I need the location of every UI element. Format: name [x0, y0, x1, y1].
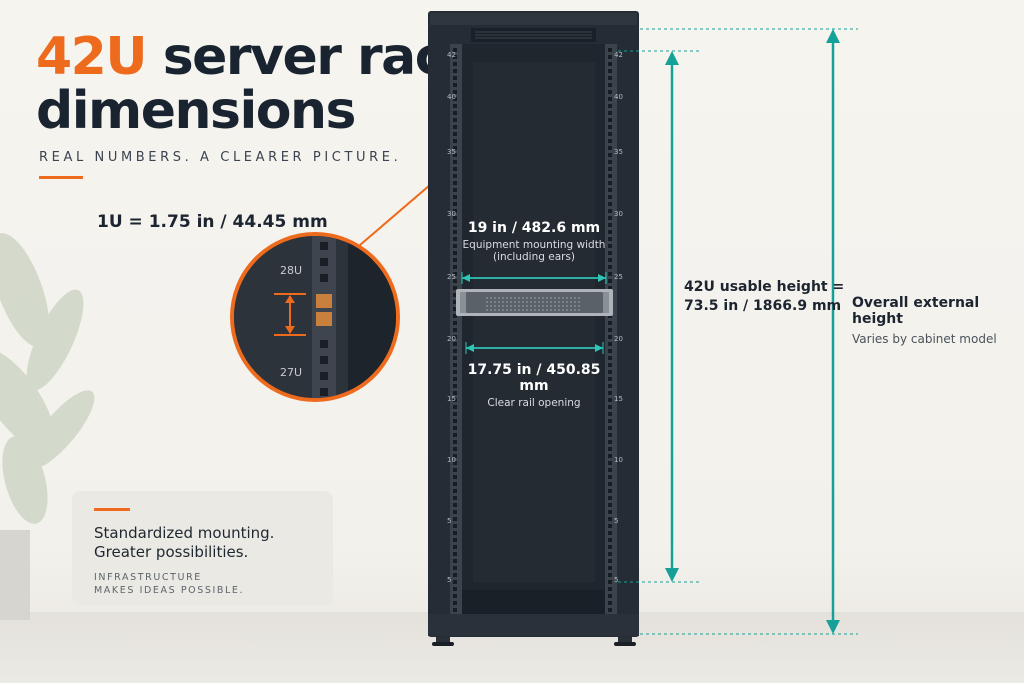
tagline-card: Standardized mounting. Greater possibili…	[72, 491, 333, 605]
zoom-rail-illustration	[234, 236, 396, 398]
rail-number-left: 20	[447, 335, 456, 343]
plant-illustration	[0, 233, 95, 620]
rail-opening-label: 17.75 in / 450.85 mm Clear rail opening	[458, 362, 610, 409]
rail-number-right: 5	[614, 517, 619, 525]
rail-number-left: 5	[447, 576, 452, 584]
width-dimension-label: 19 in / 482.6 mm Equipment mounting widt…	[462, 220, 606, 263]
card-rule	[94, 508, 130, 511]
rail-number-left: 42	[447, 51, 456, 59]
rail-number-left: 30	[447, 210, 456, 218]
rail-number-right: 25	[614, 273, 623, 281]
zoom-label-27u: 27U	[280, 366, 303, 379]
width-dimension-line1: Equipment mounting width	[462, 239, 606, 251]
overall-height-label: Overall external height Varies by cabine…	[852, 295, 1024, 346]
card-small1: INFRASTRUCTURE	[94, 572, 202, 583]
width-dimension-line2: (including ears)	[492, 251, 576, 263]
usable-height-line1: 42U usable height =	[684, 279, 845, 295]
rail-number-right: 35	[614, 148, 623, 156]
title-line2: dimensions	[36, 81, 357, 141]
rail-opening-caption: Clear rail opening	[487, 397, 581, 409]
page-title: 42U server rack dimensions	[36, 27, 479, 141]
rail-number-right: 10	[614, 456, 623, 464]
rail-number-right: 5	[614, 576, 619, 584]
card-line1: Standardized mounting.	[94, 524, 275, 542]
rail-number-left: 25	[447, 273, 456, 281]
title-accent: 42U	[36, 27, 148, 87]
rail-number-right: 42	[614, 51, 623, 59]
rail-number-left: 40	[447, 93, 456, 101]
subtitle-rule	[39, 176, 83, 179]
subtitle: REAL NUMBERS. A CLEARER PICTURE.	[39, 150, 402, 165]
rail-number-right: 30	[614, 210, 623, 218]
rail-number-right: 40	[614, 93, 623, 101]
zoom-detail-circle: 28U 27U	[230, 232, 400, 402]
width-dimension-value: 19 in / 482.6 mm	[467, 220, 601, 236]
rail-number-left: 5	[447, 517, 452, 525]
card-line2: Greater possibilities.	[94, 543, 249, 561]
unit-callout: 1U = 1.75 in / 44.45 mm	[97, 212, 328, 232]
overall-height-title: Overall external height	[852, 295, 980, 327]
rail-number-left: 15	[447, 395, 456, 403]
rail-number-left: 35	[447, 148, 456, 156]
zoom-label-28u: 28U	[280, 264, 303, 277]
rail-number-right: 20	[614, 335, 623, 343]
title-line1: server rack	[146, 27, 479, 87]
card-small2: MAKES IDEAS POSSIBLE.	[94, 585, 245, 596]
rail-opening-value: 17.75 in / 450.85 mm	[467, 362, 601, 394]
usable-height-line2: 73.5 in / 1866.9 mm	[684, 298, 842, 314]
rail-number-left: 10	[447, 456, 456, 464]
rail-number-right: 15	[614, 395, 623, 403]
usable-height-label: 42U usable height = 73.5 in / 1866.9 mm	[684, 279, 844, 314]
overall-height-caption: Varies by cabinet model	[852, 332, 997, 346]
